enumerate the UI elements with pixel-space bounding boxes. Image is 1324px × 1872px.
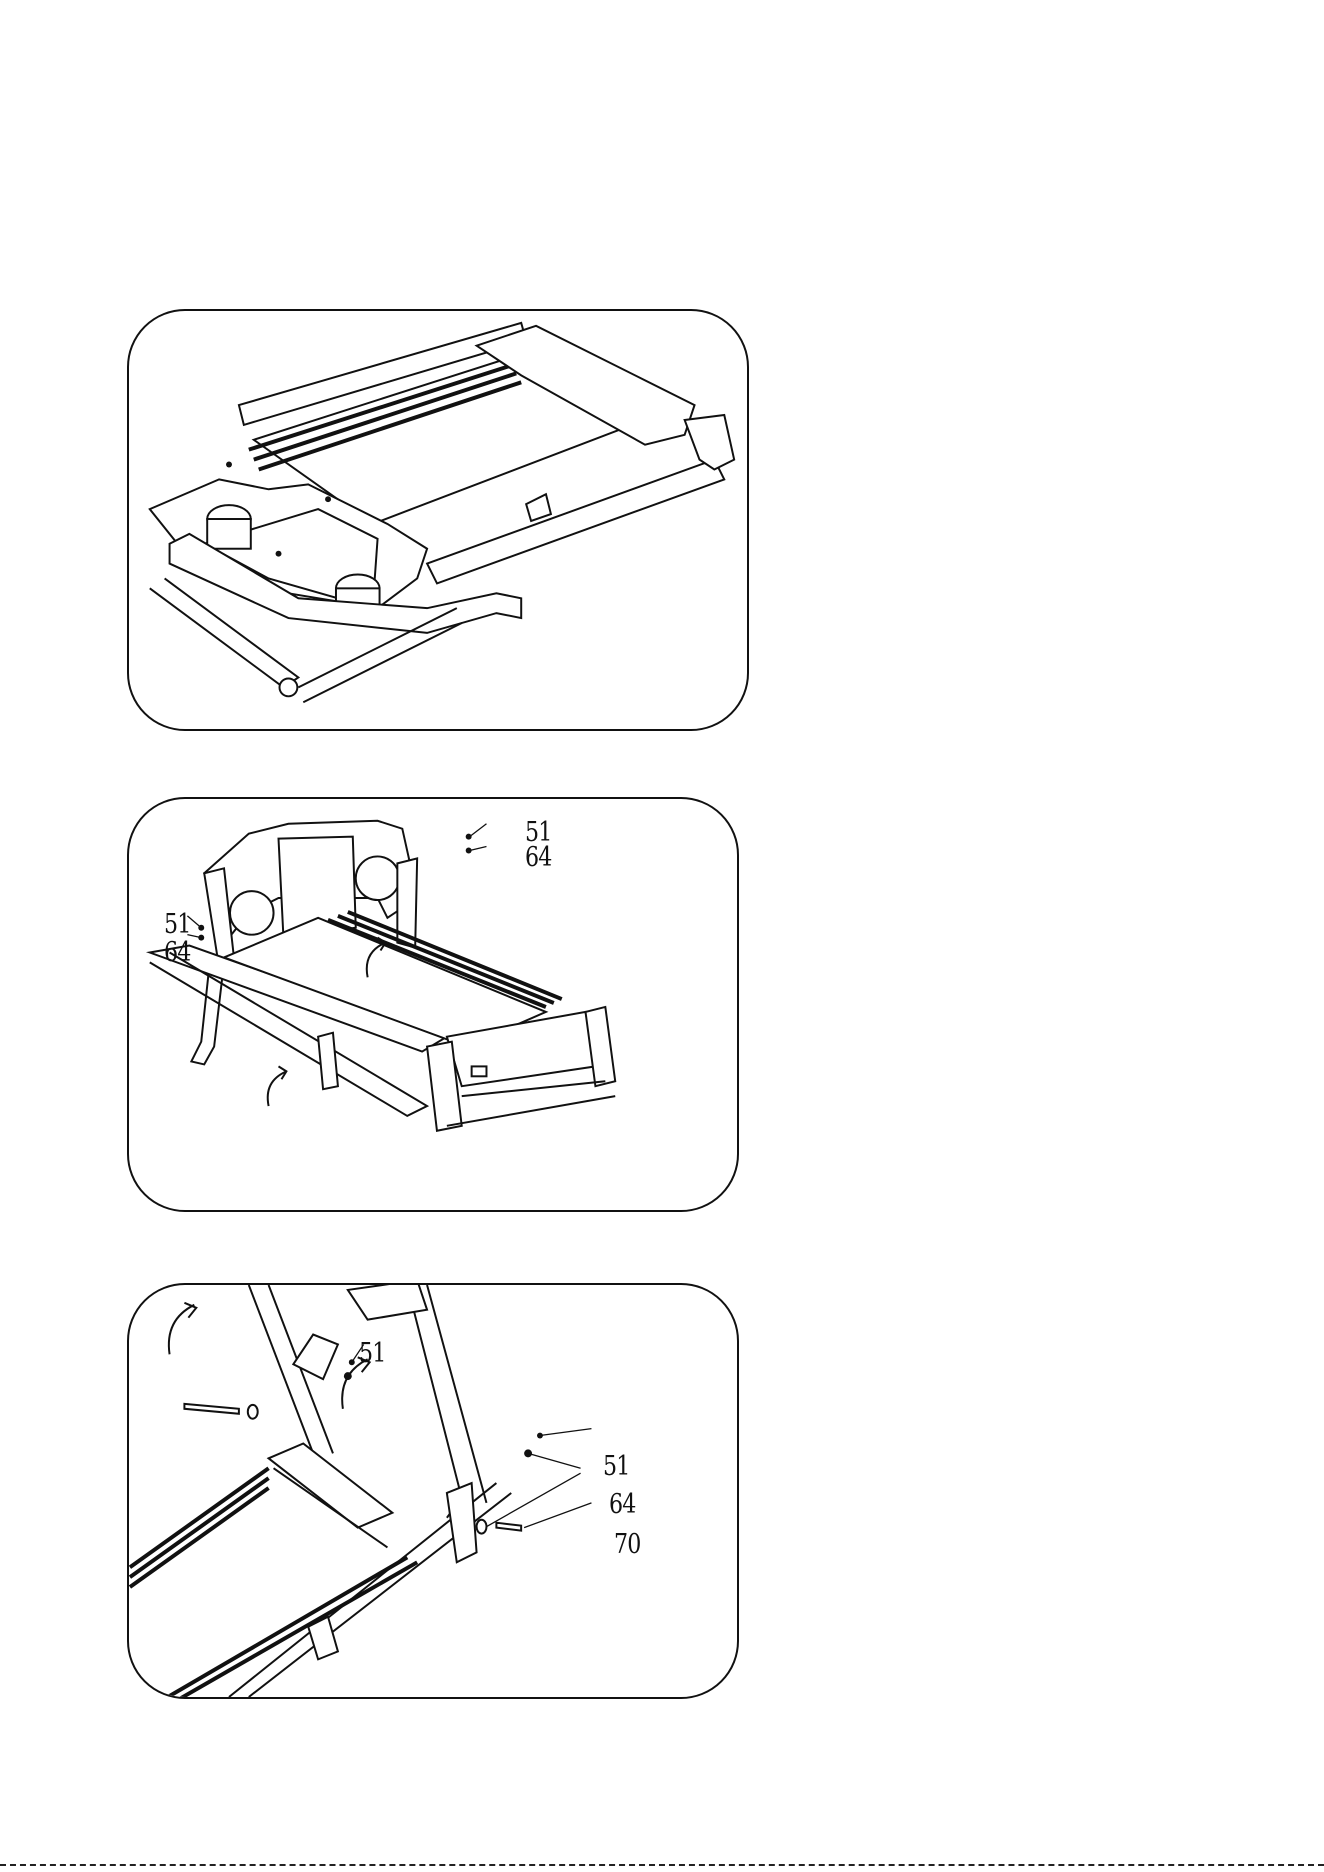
callout-64-left: 64 bbox=[164, 939, 191, 966]
figure-2-panel: 51 64 51 64 bbox=[127, 797, 739, 1212]
callout-51-left: 51 bbox=[164, 911, 191, 938]
treadmill-console-drawing bbox=[129, 799, 737, 1210]
treadmill-closeup-drawing bbox=[129, 1285, 737, 1697]
washer-icon bbox=[248, 1405, 258, 1419]
callout-64-right: 64 bbox=[609, 1491, 636, 1518]
callout-51-right: 51 bbox=[603, 1453, 630, 1480]
figure-3-panel: 51 51 64 70 bbox=[127, 1283, 739, 1699]
fold-arrow-icon bbox=[169, 1303, 196, 1355]
callout-64-right: 64 bbox=[525, 844, 552, 871]
bolt-icon bbox=[496, 1523, 521, 1531]
treadmill-folded-drawing bbox=[129, 311, 747, 729]
callout-70-right: 70 bbox=[614, 1531, 641, 1558]
washer-icon bbox=[477, 1520, 487, 1534]
figure-1-panel bbox=[127, 309, 749, 731]
page-bottom-dashed-line bbox=[0, 1864, 1324, 1866]
fold-arrow-icon bbox=[268, 1066, 287, 1106]
bolt-icon bbox=[184, 1404, 238, 1414]
callout-51-upper: 51 bbox=[359, 1340, 386, 1367]
